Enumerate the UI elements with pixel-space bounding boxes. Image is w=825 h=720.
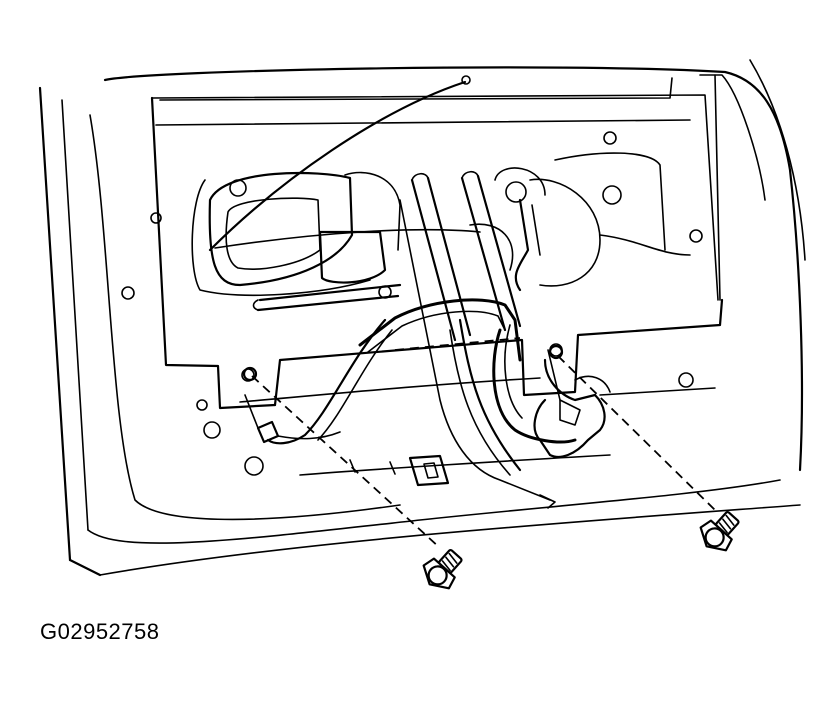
figure-id-label: G02952758 [40, 619, 160, 644]
left-bolt-guide [242, 366, 441, 549]
cable-clip [244, 394, 341, 444]
glass-channels [399, 170, 551, 501]
right-bolt-guide [548, 344, 716, 511]
regulator-rail [394, 337, 521, 351]
control-cable [208, 75, 481, 252]
inner-door-panel [150, 74, 724, 410]
door-bottom-bracket [299, 454, 611, 509]
panel-holes [121, 131, 703, 476]
door-outer-shell [38, 59, 806, 577]
left-bolt [422, 548, 463, 590]
regulator-tubes [252, 198, 577, 476]
regulator-motor [533, 349, 611, 458]
right-bolt [699, 510, 740, 552]
